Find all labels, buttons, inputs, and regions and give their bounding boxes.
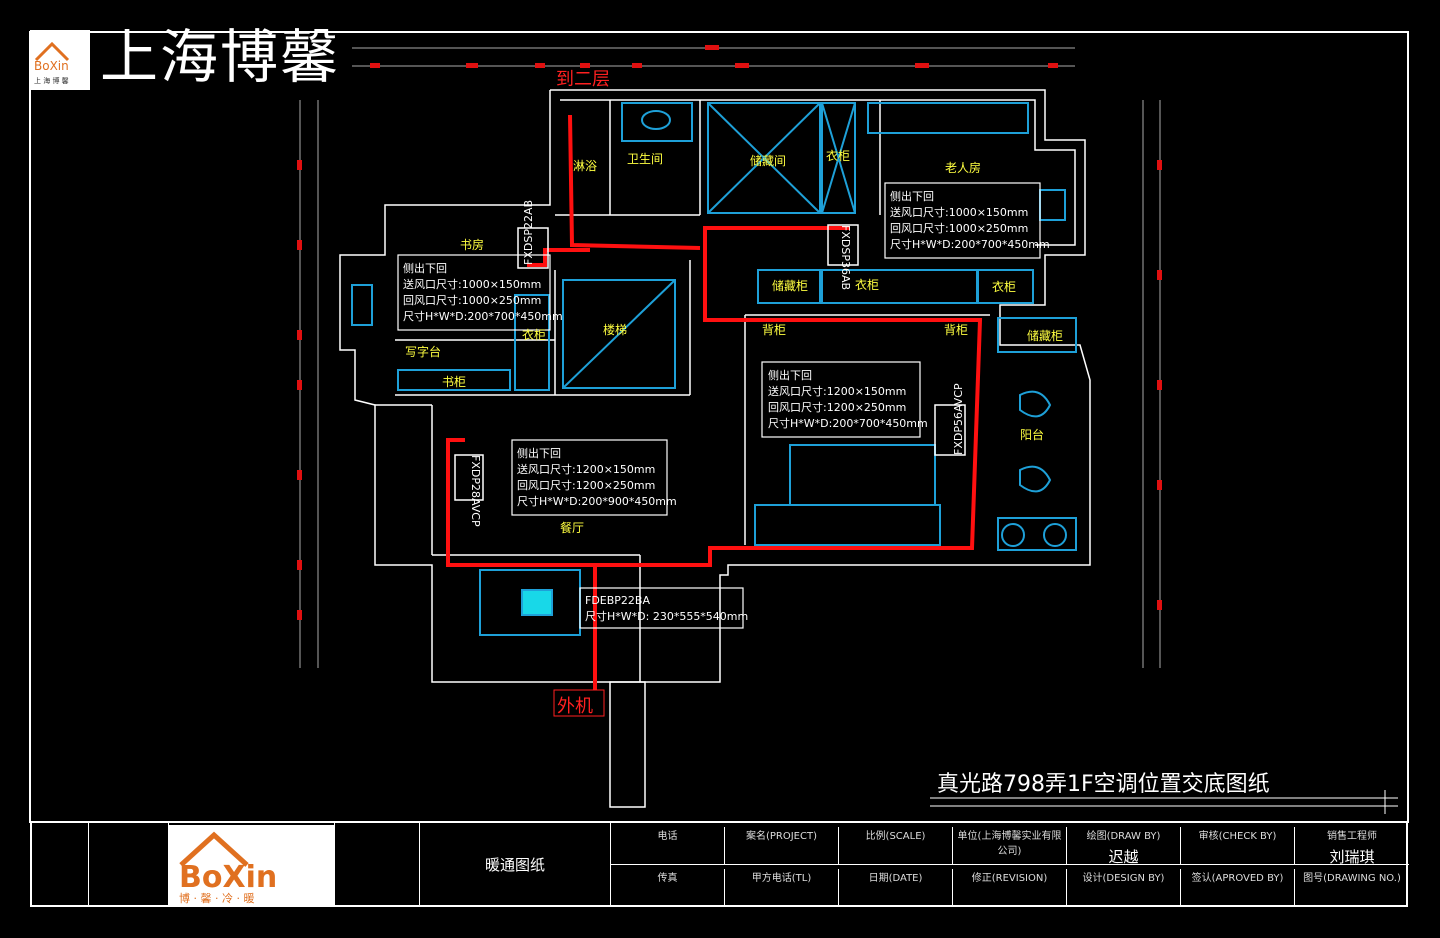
title-block-cell: 销售工程师刘瑞琪 [1295, 827, 1409, 866]
unit-label-dining: FXDP28AVCP [469, 455, 482, 527]
room-storage: 储藏间 [750, 153, 786, 168]
company-logo: BoXin 上 海 博 馨 [30, 30, 90, 90]
title-block-logo: BoXin 博 · 馨 · 冷 · 暖 [169, 825, 334, 905]
room-study: 书房 [460, 237, 484, 252]
room-bookcase: 书柜 [442, 375, 466, 389]
title-block-cell: 设计(DESIGN BY) [1067, 869, 1181, 907]
note-ducted-line2: 尺寸H*W*D: 230*555*540mm [585, 609, 748, 623]
note-living-line3: 回风口尺寸:1200×250mm [768, 400, 906, 414]
note-dining-line3: 回风口尺寸:1200×250mm [517, 478, 655, 492]
drawing-type: 暖通图纸 [484, 856, 545, 874]
title-block-cell: 单位(上海博馨实业有限公司) [953, 827, 1067, 865]
note-bed-line3: 回风口尺寸:1000×250mm [890, 221, 1028, 235]
cell-label: 单位(上海博馨实业有限公司) [957, 831, 1062, 857]
title-block-cell: 甲方电话(TL) [725, 869, 839, 907]
note-living-line4: 尺寸H*W*D:200*700*450mm [768, 416, 928, 430]
room-balcony: 阳台 [1020, 427, 1044, 442]
brand-title: 上海博馨 [100, 23, 341, 91]
title-block-cell: 比例(SCALE) [839, 827, 953, 865]
cell-label: 签认(APROVED BY) [1191, 873, 1284, 884]
walls [339, 89, 1091, 808]
unit-label-bed: FXDSP36AB [839, 225, 852, 290]
title-block-cell: 签认(APROVED BY) [1181, 869, 1295, 907]
room-wardrobe-bed-2: 衣柜 [992, 279, 1016, 294]
title-block-logo-text: BoXin [179, 860, 277, 895]
cell-label: 传真 [657, 873, 678, 884]
room-desk: 写字台 [405, 344, 441, 359]
note-bed-line1: 侧出下回 [890, 189, 934, 203]
outdoor-unit-label: 外机 [557, 696, 593, 717]
logo-slogan: 博 · 馨 · 冷 · 暖 [179, 891, 254, 905]
cell-label: 比例(SCALE) [865, 831, 926, 842]
title-block-cell: 修正(REVISION) [953, 869, 1067, 907]
room-wardrobe-study: 衣柜 [522, 327, 546, 342]
annotation-boxes [397, 182, 1041, 629]
title-block-cell: 电话 [611, 827, 725, 865]
logo-subtitle: 上 海 博 馨 [34, 76, 69, 85]
cell-label: 电话 [657, 831, 678, 842]
note-study-line4: 尺寸H*W*D:200*700*450mm [403, 309, 563, 323]
room-wardrobe-bed-1: 衣柜 [855, 277, 879, 292]
title-block-cell: 图号(DRAWING NO.) [1295, 869, 1409, 907]
drawing-title: 真光路798弄1F空调位置交底图纸 [937, 772, 1270, 797]
title-block-cell: 审核(CHECK BY) [1181, 827, 1295, 865]
title-block-grid: 电话案名(PROJECT)比例(SCALE)单位(上海博馨实业有限公司)绘图(D… [610, 823, 1409, 907]
note-living-line2: 送风口尺寸:1200×150mm [768, 384, 906, 398]
tb-blank-3 [334, 823, 420, 905]
tb-blank-2 [89, 823, 169, 905]
cell-value: 迟越 [1108, 848, 1139, 866]
room-wardrobe-top: 衣柜 [826, 148, 850, 163]
unit-label-living: FXDP56AVCP [952, 383, 965, 455]
note-dining-line4: 尺寸H*W*D:200*900*450mm [517, 494, 677, 508]
outdoor-unit-box [553, 689, 605, 717]
cell-label: 绘图(DRAW BY) [1086, 831, 1161, 842]
title-block: BoXin 博 · 馨 · 冷 · 暖 暖通图纸 电话 案名(PROJECT) 比例… [30, 821, 1409, 907]
room-shower: 淋浴 [573, 159, 597, 173]
unit-labels: FXDSP22AB FXDSP36AB FXDP56AVCP FXDP28AVC… [469, 200, 965, 527]
unit-label-study: FXDSP22AB [522, 200, 535, 265]
title-underline [930, 790, 1398, 814]
note-bed-line2: 送风口尺寸:1000×150mm [890, 205, 1028, 219]
room-back-cabinet-2: 背柜 [944, 323, 968, 337]
furniture [351, 102, 1077, 636]
cell-label: 图号(DRAWING NO.) [1303, 873, 1401, 884]
tb-row-divider [611, 864, 1409, 865]
annotation-texts: 侧出下回 送风口尺寸:1000×150mm 回风口尺寸:1000×250mm 尺… [403, 189, 1050, 623]
tb-blank-1 [32, 823, 89, 905]
note-study-line3: 回风口尺寸:1000×250mm [403, 293, 541, 307]
note-living-line1: 侧出下回 [768, 368, 812, 382]
title-block-cell: 日期(DATE) [839, 869, 953, 907]
room-bathroom: 卫生间 [627, 152, 663, 166]
cell-label: 日期(DATE) [868, 873, 923, 884]
dimension-marks [297, 45, 1162, 620]
title-block-cell: 传真 [611, 869, 725, 907]
note-dining-line1: 侧出下回 [517, 446, 561, 460]
room-storage-balcony: 储藏柜 [1027, 328, 1063, 343]
room-dining: 餐厅 [560, 520, 584, 535]
title-block-cell: 绘图(DRAW BY) 迟越 [1067, 827, 1181, 866]
indoor-units [454, 224, 966, 501]
cell-label: 案名(PROJECT) [745, 831, 817, 842]
note-ducted-line1: FDEBP22BA [585, 594, 650, 607]
note-study-line1: 侧出下回 [403, 261, 447, 275]
room-back-cabinet-1: 背柜 [762, 323, 786, 337]
note-bed-line4: 尺寸H*W*D:200*700*450mm [890, 237, 1050, 251]
title-block-cell: 案名(PROJECT) [725, 827, 839, 865]
note-study-line2: 送风口尺寸:1000×150mm [403, 277, 541, 291]
cell-label: 审核(CHECK BY) [1198, 831, 1277, 842]
drawing-frame [29, 31, 1409, 823]
room-labels: 淋浴 卫生间 储藏间 衣柜 老人房 储藏柜 衣柜 衣柜 书房 写字台 衣柜 书柜… [405, 148, 1063, 535]
cell-label: 修正(REVISION) [971, 873, 1048, 884]
cell-value: 刘瑞琪 [1329, 848, 1375, 866]
note-dining-line2: 送风口尺寸:1200×150mm [517, 462, 655, 476]
logo-text: BoXin [34, 59, 69, 73]
room-elder: 老人房 [945, 160, 981, 175]
cell-label: 甲方电话(TL) [751, 873, 812, 884]
room-storage-cabinet: 储藏柜 [772, 278, 808, 293]
cell-label: 设计(DESIGN BY) [1082, 873, 1165, 884]
cell-label: 销售工程师 [1327, 831, 1377, 842]
to-second-floor-label: 到二层 [556, 69, 610, 90]
room-stairs: 楼梯 [603, 322, 627, 337]
